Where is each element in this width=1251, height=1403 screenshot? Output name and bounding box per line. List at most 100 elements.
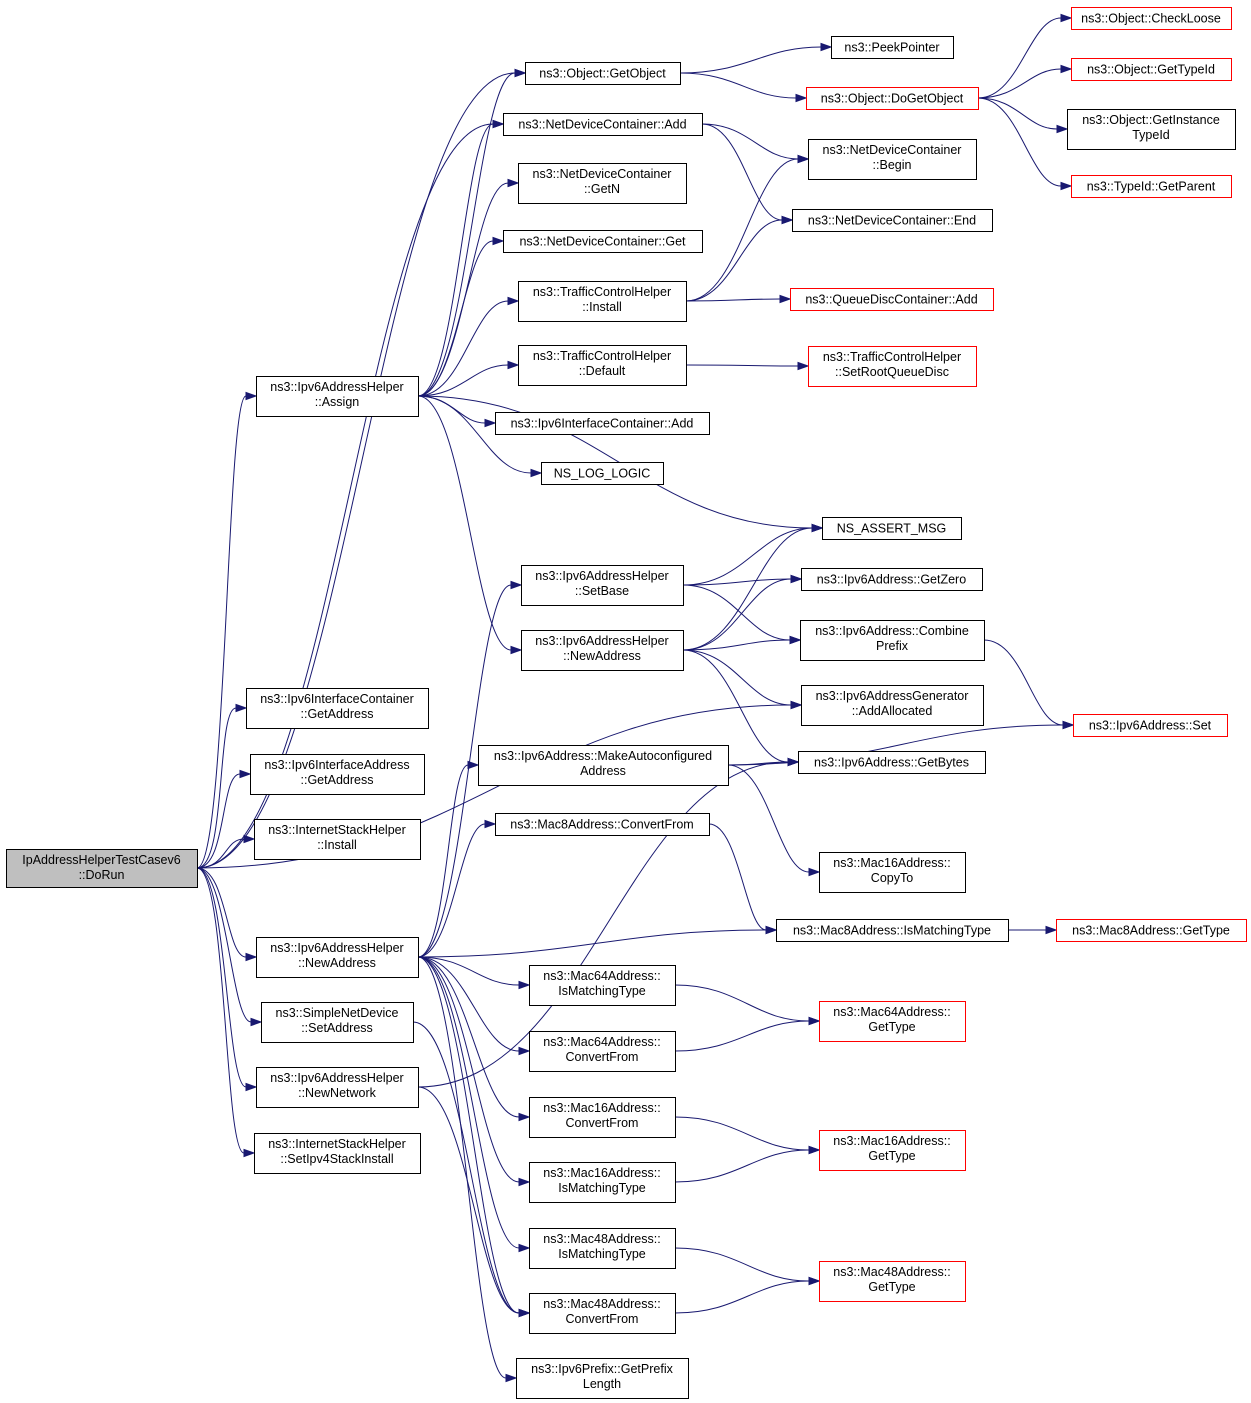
node-ipv6-makeauto[interactable]: ns3::Ipv6Address::MakeAutoconfiguredAddr… [478,745,729,786]
node-ipv6-getbytes[interactable]: ns3::Ipv6Address::GetBytes [798,751,986,774]
edge-mac8-ismatch-to-mac8-gettype [1008,925,1058,935]
arrowhead [514,68,527,78]
node-box [1073,714,1228,737]
node-box [529,1097,676,1138]
node-label: ns3::Mac64Address:: [833,1005,950,1019]
node-ipv6gen-addalloc[interactable]: ns3::Ipv6AddressGenerator::AddAllocated [801,685,984,726]
node-ipv6-getzero[interactable]: ns3::Ipv6Address::GetZero [801,568,983,591]
edge-line [417,956,520,1314]
edge-ah-newaddr-l-to-ipv6-makeauto [417,760,480,958]
node-label: ConvertFrom [566,1116,639,1130]
node-box [529,965,676,1006]
node-mac48-ismatch[interactable]: ns3::Mac48Address::IsMatchingType [529,1228,676,1269]
edge-mac64-convert-to-mac64-gettype [674,1016,821,1052]
node-ns-log-logic[interactable]: NS_LOG_LOGIC [541,462,664,485]
node-ah-setbase[interactable]: ns3::Ipv6AddressHelper::SetBase [521,565,684,606]
node-tch-install[interactable]: ns3::TrafficControlHelper::Install [518,281,687,322]
node-box [801,685,984,726]
node-label: NS_LOG_LOGIC [554,467,651,481]
arrowhead [250,1017,263,1027]
node-ndc-getn[interactable]: ns3::NetDeviceContainer::GetN [518,163,687,204]
node-typeid-getparent[interactable]: ns3::TypeId::GetParent [1071,175,1232,198]
node-ah-newaddr-l[interactable]: ns3::Ipv6AddressHelper::NewAddress [256,937,419,978]
node-mac8-ismatch[interactable]: ns3::Mac8Address::IsMatchingType [776,919,1009,942]
node-qdc-add[interactable]: ns3::QueueDiscContainer::Add [790,288,994,311]
node-inet-install[interactable]: ns3::InternetStackHelper::Install [254,819,421,860]
node-mac16-ismatch[interactable]: ns3::Mac16Address::IsMatchingType [529,1162,676,1203]
node-ipv6ifc-add[interactable]: ns3::Ipv6InterfaceContainer::Add [495,412,710,435]
node-label: ns3::InternetStackHelper [268,823,406,837]
node-label: Length [583,1377,621,1391]
function-nodes: IpAddressHelperTestCasev6::DoRunns3::Ipv… [6,7,1247,1399]
node-label: ::GetAddress [301,773,374,787]
node-root[interactable]: IpAddressHelperTestCasev6::DoRun [6,849,198,888]
node-ah-newaddr-m[interactable]: ns3::Ipv6AddressHelper::NewAddress [521,630,684,671]
node-obj-getobject[interactable]: ns3::Object::GetObject [525,62,681,85]
node-mac48-convert[interactable]: ns3::Mac48Address::ConvertFrom [529,1293,676,1334]
node-box [529,1162,676,1203]
node-mac16-convert[interactable]: ns3::Mac16Address::ConvertFrom [529,1097,676,1138]
node-box [246,688,429,729]
edge-line [196,707,237,869]
edge-obj-getobject-to-obj-dogetobject [679,72,808,103]
node-ah-newnet[interactable]: ns3::Ipv6AddressHelper::NewNetwork [256,1067,419,1108]
edge-obj-dogetobject-to-typeid-getparent [977,97,1073,191]
node-snd-setaddr[interactable]: ns3::SimpleNetDevice::SetAddress [261,1002,414,1043]
node-mac8-convert[interactable]: ns3::Mac8Address::ConvertFrom [495,813,710,836]
edge-root-to-ah-newaddr-l [196,867,258,962]
node-inet-setv4[interactable]: ns3::InternetStackHelper::SetIpv4StackIn… [254,1133,421,1174]
node-tch-default[interactable]: ns3::TrafficControlHelper::Default [518,345,687,386]
node-ndc-end[interactable]: ns3::NetDeviceContainer::End [792,209,993,232]
node-label: ns3::Mac64Address:: [543,969,660,983]
node-ndc-add[interactable]: ns3::NetDeviceContainer::Add [503,113,703,136]
node-obj-checkloose[interactable]: ns3::Object::CheckLoose [1071,7,1232,30]
edge-root-to-ipv6ifa-getaddr [196,769,252,869]
node-obj-dogetobject[interactable]: ns3::Object::DoGetObject [806,87,979,110]
edge-ah-newaddr-l-to-mac8-ismatch [417,925,778,958]
arrowhead [1045,925,1058,935]
edge-line [417,1086,520,1314]
node-label: GetType [868,1020,915,1034]
edge-line [674,984,810,1022]
node-label: GetType [868,1149,915,1163]
arrowhead [505,1373,518,1383]
edge-root-to-ipv6ifc-getaddr [196,703,248,869]
node-label: ns3::Ipv6InterfaceContainer::Add [511,417,694,431]
node-ndc-begin[interactable]: ns3::NetDeviceContainer::Begin [808,139,977,180]
arrowhead [808,1016,821,1026]
node-box [831,36,954,59]
node-obj-gettypeid[interactable]: ns3::Object::GetTypeId [1071,58,1232,81]
node-box [819,852,966,893]
node-mac48-gettype[interactable]: ns3::Mac48Address::GetType [819,1261,966,1302]
edge-line [196,395,247,869]
node-peekpointer[interactable]: ns3::PeekPointer [831,36,954,59]
node-mac64-convert[interactable]: ns3::Mac64Address::ConvertFrom [529,1031,676,1072]
node-ipv6ifa-getaddr[interactable]: ns3::Ipv6InterfaceAddress::GetAddress [250,754,425,795]
edge-tch-install-to-qdc-add [685,294,792,304]
node-ns-assert-msg[interactable]: NS_ASSERT_MSG [822,517,962,540]
edge-line [682,649,789,763]
arrowhead [484,819,497,829]
node-label: ConvertFrom [566,1050,639,1064]
node-tch-setroot[interactable]: ns3::TrafficControlHelper::SetRootQueueD… [808,346,977,387]
node-mac64-gettype[interactable]: ns3::Mac64Address::GetType [819,1001,966,1042]
node-mac16-copyto[interactable]: ns3::Mac16Address::CopyTo [819,852,966,893]
node-ipv6ifc-getaddr[interactable]: ns3::Ipv6InterfaceContainer::GetAddress [246,688,429,729]
node-label: ::SetBase [575,584,629,598]
node-mac8-gettype[interactable]: ns3::Mac8Address::GetType [1056,919,1247,942]
node-mac16-gettype[interactable]: ns3::Mac16Address::GetType [819,1130,966,1171]
node-ah-assign[interactable]: ns3::Ipv6AddressHelper::Assign [256,376,419,417]
node-ndc-get[interactable]: ns3::NetDeviceContainer::Get [503,230,703,253]
node-label: ns3::Ipv6AddressGenerator [816,689,969,703]
node-label: ns3::Mac64Address:: [543,1035,660,1049]
node-label: ns3::Mac16Address:: [833,1134,950,1148]
node-box [800,620,985,661]
node-box [776,919,1009,942]
node-ipv6-set[interactable]: ns3::Ipv6Address::Set [1073,714,1228,737]
node-mac64-ismatch[interactable]: ns3::Mac64Address::IsMatchingType [529,965,676,1006]
arrowhead [765,925,778,935]
edge-line [417,240,494,397]
